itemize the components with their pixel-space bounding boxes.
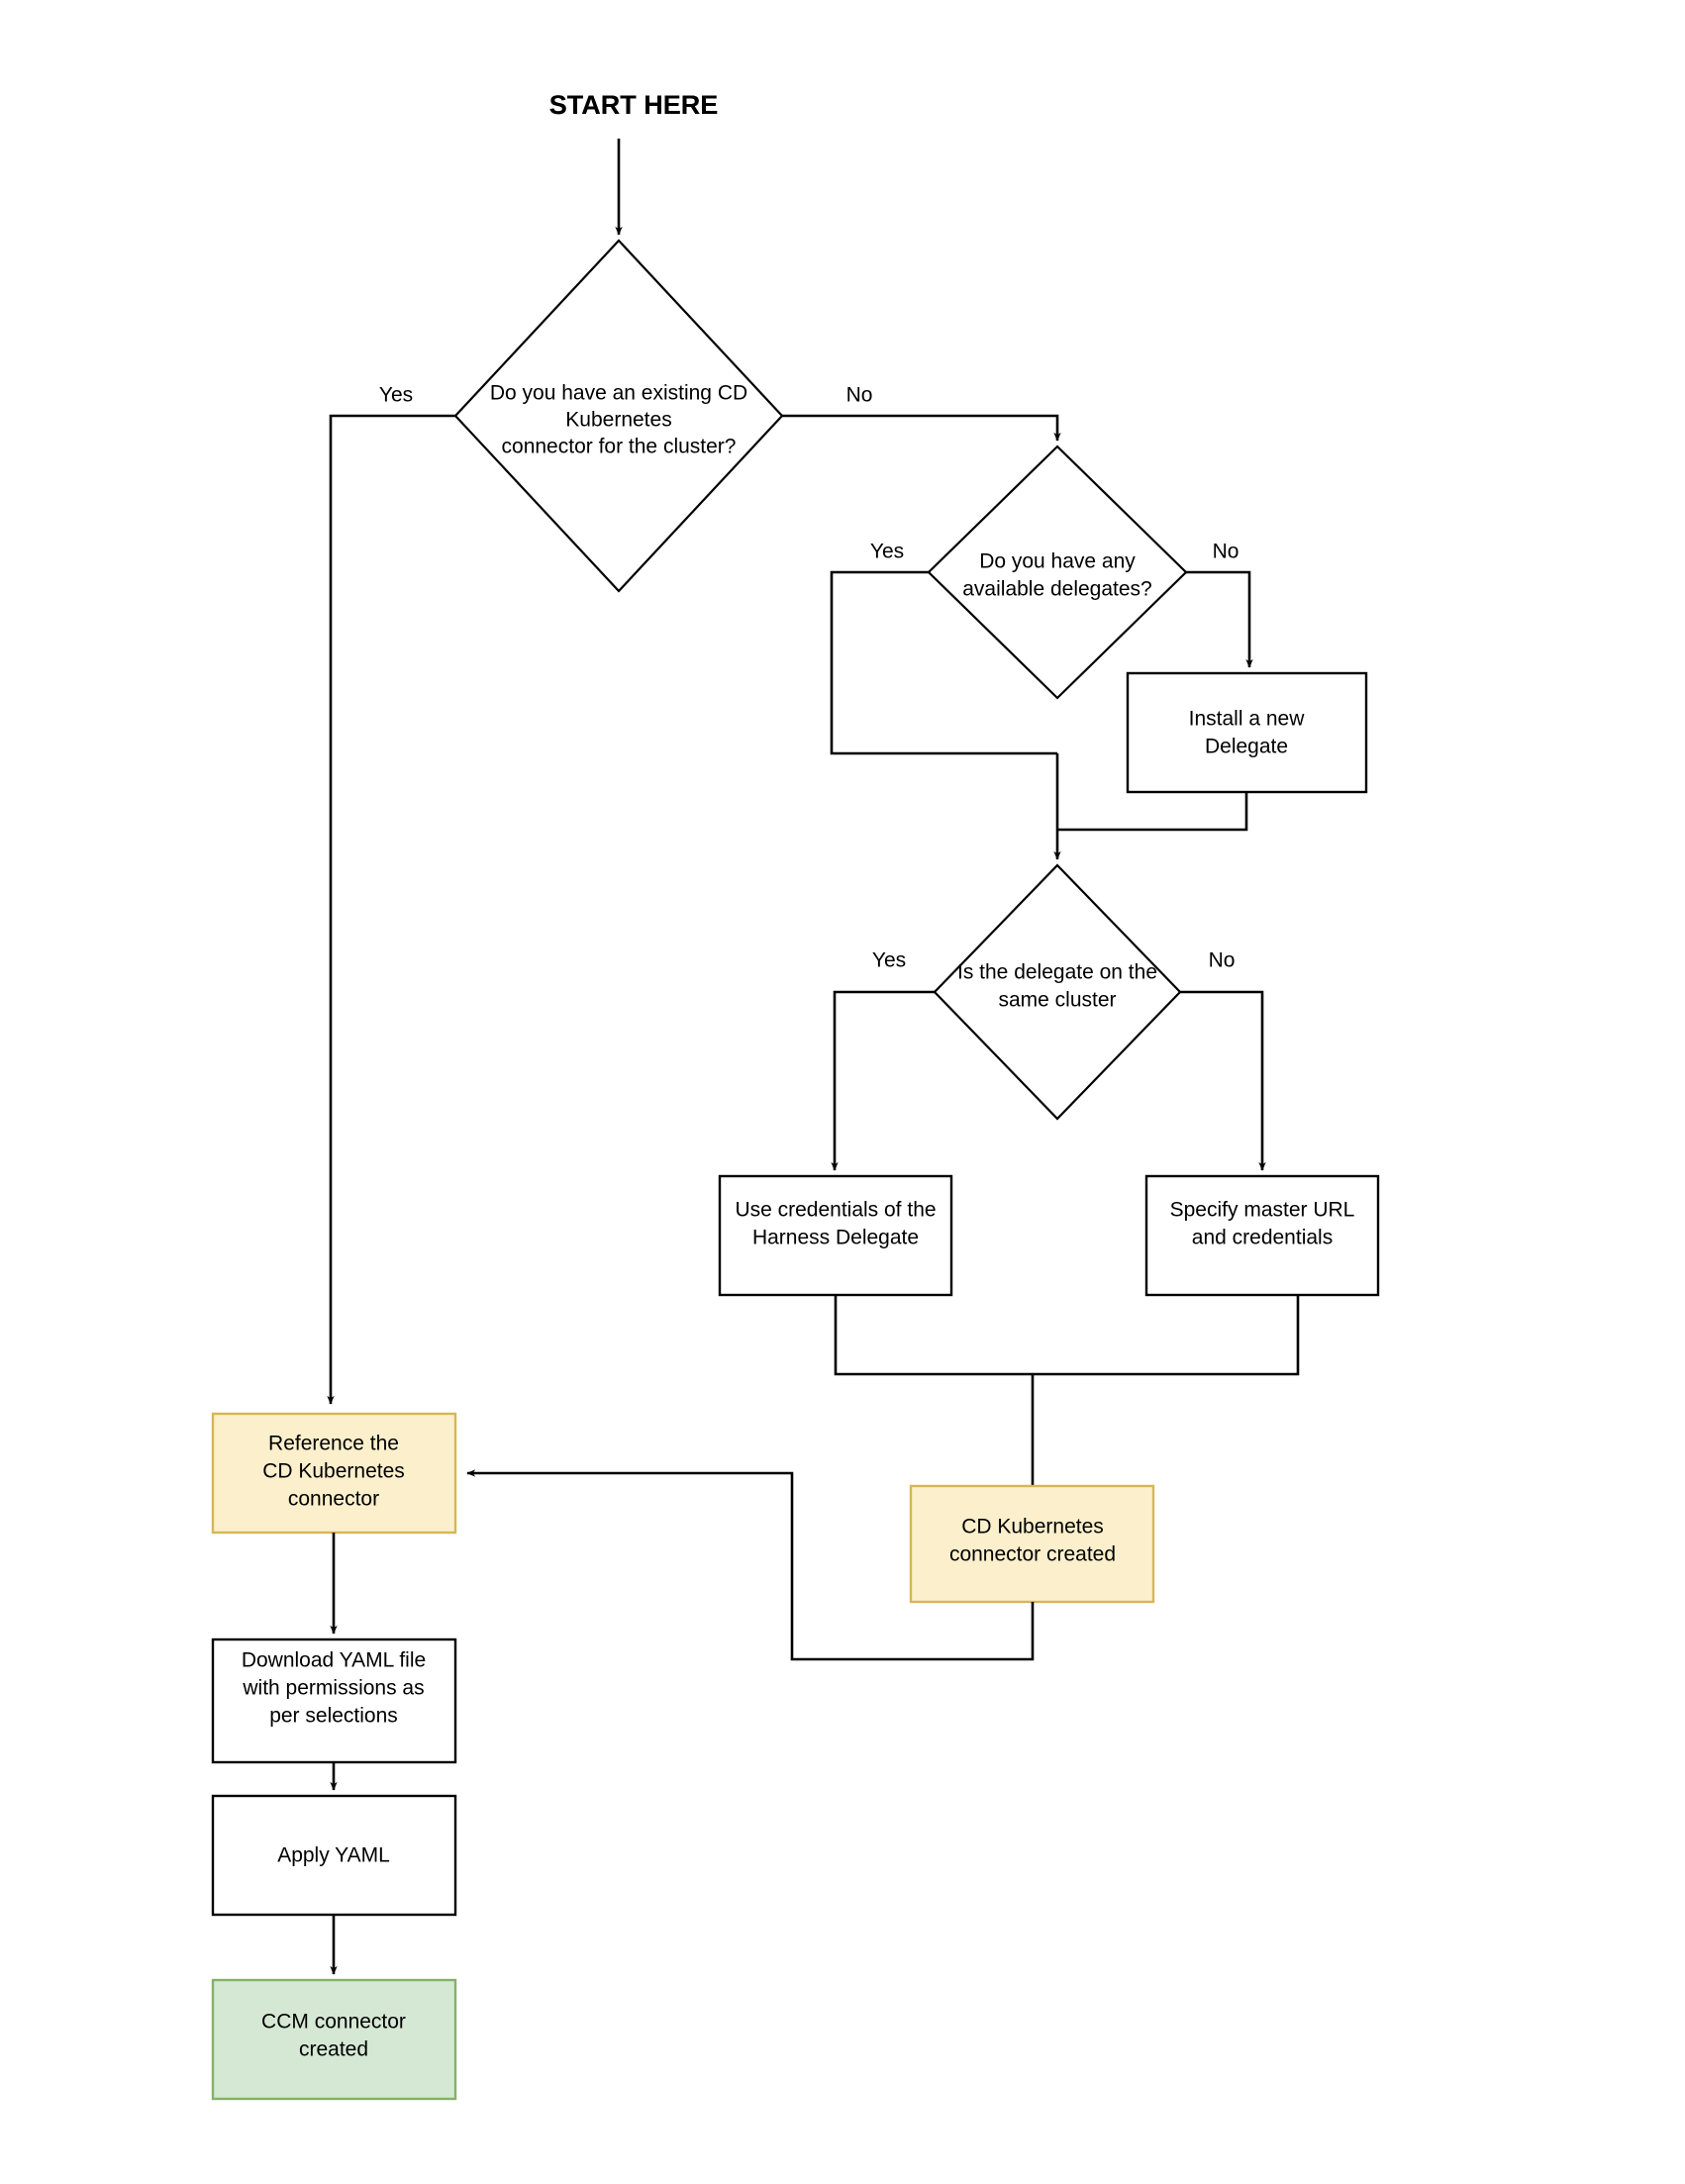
decision3-text-line1: Is the delegate on the [957, 961, 1157, 984]
edge-label-decision3-no: No [1209, 949, 1236, 972]
ccm-connector-created-line2: created [299, 2038, 368, 2061]
edge-decision1-yes [327, 414, 455, 1405]
edge-decision3-no [1180, 990, 1266, 1171]
cd-connector-created-box[interactable] [909, 1484, 1155, 1604]
decision2-text-line1: Do you have any [979, 550, 1136, 573]
download-yaml-line2: with permissions as [242, 1677, 424, 1700]
decision2-text-line2: available delegates? [962, 578, 1151, 601]
decision2-outline[interactable] [927, 445, 1188, 700]
decision1-text-line3: connector for the cluster? [502, 436, 737, 458]
edge-label-decision2-yes: Yes [870, 541, 904, 563]
edge-label-decision2-no: No [1213, 541, 1239, 563]
edge-decision1-no [782, 414, 1061, 442]
edge-label-decision3-yes: Yes [872, 949, 906, 972]
edge-label-decision1-no: No [846, 384, 873, 407]
download-yaml-line3: per selections [269, 1705, 398, 1728]
install-delegate-line1: Install a new [1189, 708, 1306, 731]
edge-cd-created-to-reference [466, 1469, 1035, 1661]
reference-connector-line2: CD Kubernetes [262, 1460, 405, 1483]
harness-credentials-line1: Use credentials of the [735, 1199, 936, 1222]
edge-decision3-yes [831, 990, 935, 1171]
reference-connector-line1: Reference the [268, 1433, 399, 1455]
reference-connector-line3: connector [288, 1488, 379, 1511]
apply-yaml-fill [213, 1796, 455, 1915]
edge-install-to-merge [1057, 792, 1248, 832]
decision1-text-line2: Kubernetes [565, 409, 671, 432]
ccm-connector-created-box[interactable] [211, 1978, 457, 2101]
reference-connector-box[interactable] [211, 1412, 457, 1535]
harness-credentials-line2: Harness Delegate [752, 1227, 919, 1249]
ccm-connector-created-line1: CCM connector [261, 2011, 406, 2034]
decision3-text-line2: same cluster [998, 989, 1116, 1012]
cd-connector-created-line2: connector created [949, 1543, 1116, 1566]
decision1-text-line1: Do you have an existing CD [490, 382, 747, 405]
edge-decision2-no [1186, 570, 1253, 668]
master-url-box[interactable] [1144, 1174, 1380, 1297]
master-url-line2: and credentials [1192, 1227, 1333, 1249]
master-url-line1: Specify master URL [1170, 1199, 1355, 1222]
cd-connector-created-line1: CD Kubernetes [961, 1516, 1104, 1539]
download-yaml-fill [213, 1639, 455, 1762]
start-here-label: START HERE [549, 90, 719, 120]
apply-yaml-line1: Apply YAML [277, 1844, 390, 1867]
master-url-fill [1146, 1176, 1378, 1295]
edge-credentials-merge [834, 1295, 1300, 1376]
edge-label-decision1-yes: Yes [379, 384, 413, 407]
start-here-label-bound: START HERE [549, 90, 719, 120]
decision3-outline[interactable] [933, 863, 1182, 1121]
download-yaml-line1: Download YAML file [242, 1649, 426, 1672]
edge-decision2-yes [830, 570, 1057, 755]
decision1-outline[interactable] [453, 239, 784, 593]
install-delegate-line2: Delegate [1205, 736, 1288, 758]
install-delegate-fill [1128, 673, 1366, 792]
harness-credentials-fill [720, 1176, 951, 1295]
